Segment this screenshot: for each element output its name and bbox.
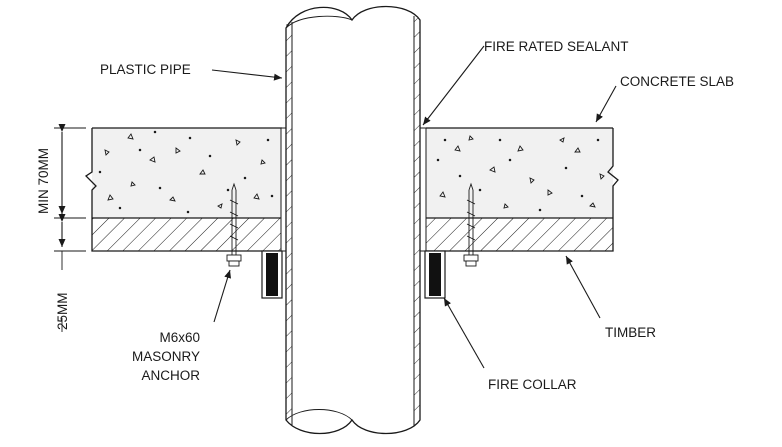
anchor-label-line2: MASONRY — [132, 349, 200, 364]
plastic-pipe — [285, 5, 421, 435]
dimension-timber: 25MM — [54, 214, 86, 332]
dimension-slab-label: MIN 70MM — [36, 148, 51, 214]
fire-collar-label: FIRE COLLAR — [488, 377, 577, 392]
masonry-anchor-right — [463, 182, 479, 267]
anchor-label-line1: M6x60 — [159, 330, 200, 345]
left-timber-layer — [91, 218, 282, 252]
plastic-pipe-label: PLASTIC PIPE — [100, 62, 191, 77]
concrete-slab-label: CONCRETE SLAB — [620, 74, 734, 89]
dimension-slab: MIN 70MM — [36, 124, 86, 219]
anchor-label-line3: ANCHOR — [141, 368, 200, 383]
fire-collar-left — [261, 250, 283, 299]
fire-rated-sealant-label: FIRE RATED SEALANT — [484, 39, 629, 54]
left-concrete-slab — [84, 127, 282, 219]
right-timber-layer — [426, 218, 614, 252]
right-concrete-slab — [426, 127, 619, 219]
right-concrete-aggregate — [436, 135, 605, 212]
dimension-timber-label: 25MM — [55, 292, 70, 330]
left-concrete-aggregate — [98, 130, 274, 214]
timber-label: TIMBER — [605, 325, 656, 340]
leader-lines — [211, 45, 617, 369]
fire-collar-right — [424, 250, 446, 299]
masonry-anchor-left — [226, 182, 242, 267]
